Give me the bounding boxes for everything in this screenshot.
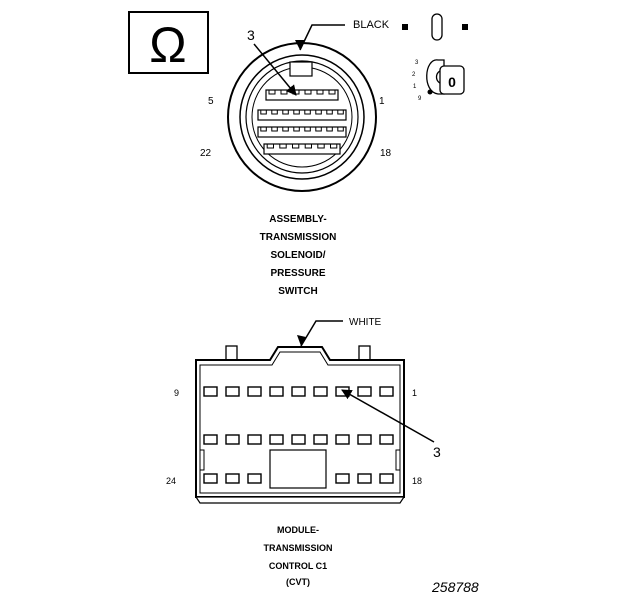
cavity-row1-9 [379,386,394,397]
cavity-row2-1 [203,434,218,445]
tcm-title-line-3: CONTROL C1 [269,561,327,571]
pin-row-teeth-2 [260,110,344,115]
terminal-key-illustration: 0 3 2 1 9 [402,13,468,102]
omega-symbol-text: Ω [149,17,186,73]
cavity-row2-6 [313,434,328,445]
bottom-pin-label-18: 18 [412,476,422,486]
white-color-label: WHITE [349,317,382,328]
cavity-row1-1 [203,386,218,397]
top-pin-label-5: 5 [208,96,214,107]
key-number-2: 2 [412,72,416,78]
pin-row-2 [257,109,347,121]
white-leader-line [300,320,343,347]
cavity-row1-3 [247,386,262,397]
cavity-row2-3 [247,434,262,445]
cavity-row1-5 [291,386,306,397]
tcm-pin-cavities [203,386,394,484]
solenoid-title: ASSEMBLY- TRANSMISSION SOLENOID/ PRESSUR… [260,214,337,297]
bottom-pin-label-9: 9 [174,388,179,398]
cavity-row3-2 [225,473,240,484]
cavity-row2-4 [269,434,284,445]
cavity-row1-2 [225,386,240,397]
solenoid-title-line-1: ASSEMBLY- [269,214,326,225]
solenoid-title-line-3: SOLENOID/ [270,250,325,261]
solenoid-connector [227,42,377,192]
tcm-connector [194,345,406,504]
tcm-title: MODULE- TRANSMISSION CONTROL C1 (CVT) [263,525,332,587]
solenoid-pin-rows [257,89,347,155]
cavity-row2-9 [379,434,394,445]
top-callout-number: 3 [247,27,255,43]
pin-row-1 [265,89,339,101]
cavity-row1-4 [269,386,284,397]
solenoid-title-line-5: SWITCH [278,286,317,297]
top-pin-label-22: 22 [200,148,212,159]
bottom-pin-label-1: 1 [412,388,417,398]
tcm-title-line-1: MODULE- [277,525,319,535]
cavity-row3-3 [247,473,262,484]
bottom-callout-arrow [341,389,435,443]
pin-row-teeth-4 [266,144,338,149]
bottom-pin-label-24: 24 [166,476,176,486]
key-number-1: 1 [413,84,417,90]
top-callout-arrow [253,43,297,96]
cavity-row2-5 [291,434,306,445]
pin-row-teeth-3 [260,127,344,132]
cavity-row3-4 [335,473,350,484]
tcm-title-line-4: (CVT) [286,577,310,587]
key-number-3: 3 [415,60,419,66]
white-leader-arrowhead [297,335,306,346]
pin-row-3 [257,126,347,138]
cavity-row1-6 [313,386,328,397]
key-letter: 0 [448,74,456,90]
cavity-row3-5 [357,473,372,484]
solenoid-title-line-2: TRANSMISSION [260,232,337,243]
black-color-label: BLACK [353,19,390,31]
cavity-row2-2 [225,434,240,445]
cavity-row2-8 [357,434,372,445]
cavity-row3-1 [203,473,218,484]
cavity-row3-6 [379,473,394,484]
omega-symbol-icon: Ω [128,11,209,74]
solenoid-title-line-4: PRESSURE [270,268,325,279]
black-leader-arrowhead [295,40,305,50]
top-pin-label-1: 1 [379,96,385,107]
bottom-callout-number: 3 [433,444,441,460]
key-number-9: 9 [418,96,422,102]
cavity-row2-7 [335,434,350,445]
tcm-title-line-2: TRANSMISSION [263,543,332,553]
top-pin-label-18: 18 [380,148,392,159]
figure-id: 258788 [431,579,479,595]
pin-row-4 [263,143,341,155]
cavity-row1-8 [357,386,372,397]
cavity-row1-7 [335,386,350,397]
